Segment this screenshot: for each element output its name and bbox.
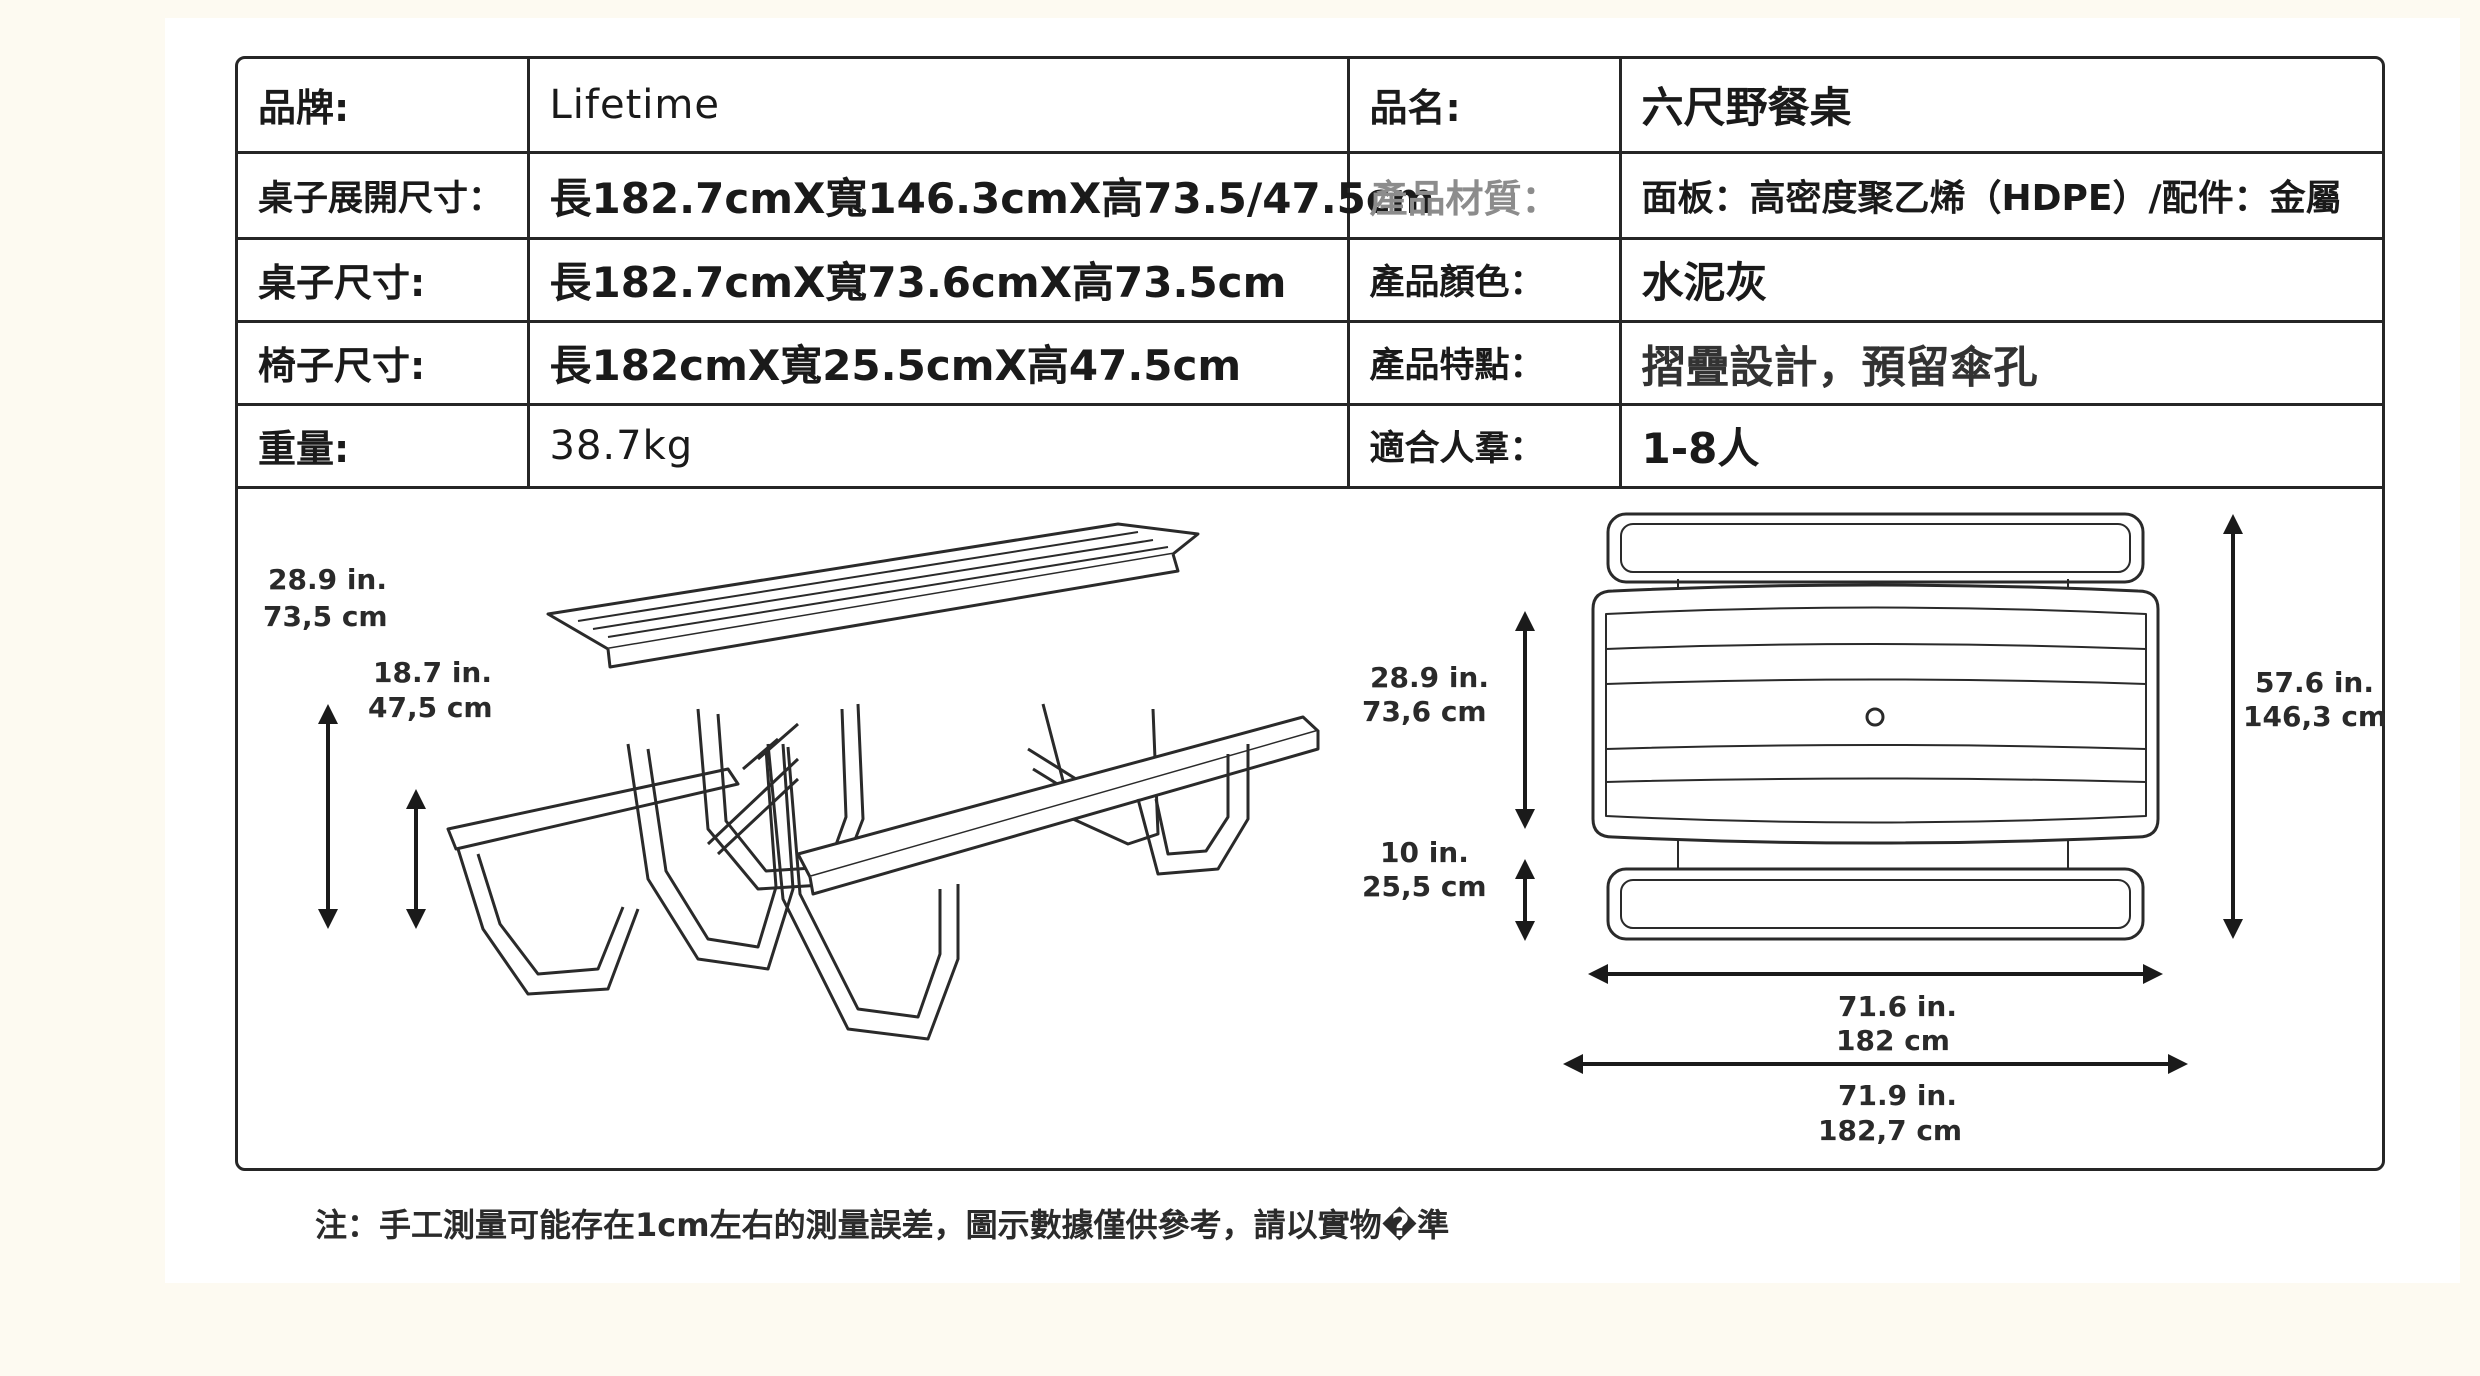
spec-row-brand: 品牌: Lifetime 品名: 六尺野餐桌 (238, 59, 2382, 154)
features-value: 摺疊設計，預留傘孔 (1620, 321, 2382, 406)
measurement-note: 注：手工測量可能存在1cm左右的測量誤差，圖示數據僅供參考，請以實物�準 (315, 1206, 1450, 1244)
chair-size-label: 椅子尺寸: (238, 321, 530, 406)
spec-row-table-size: 桌子尺寸: 長182.7cmX寬73.6cmX高73.5cm 產品顏色： 水泥灰 (238, 238, 2382, 323)
bench-length-cm: 182 cm (1836, 1024, 1950, 1057)
bench-length-in: 71.6 in. (1838, 990, 1957, 1023)
side-height-in: 28.9 in. (268, 563, 387, 596)
bench-height-in: 18.7 in. (373, 656, 492, 689)
capacity-value: 1-8人 (1620, 404, 2382, 489)
unfolded-size-label: 桌子展開尺寸： (238, 152, 530, 240)
capacity-label: 適合人羣： (1348, 404, 1622, 489)
top-view (1591, 512, 2160, 941)
side-height-cm: 73,5 cm (263, 600, 388, 633)
bench-height-cm: 47,5 cm (368, 691, 493, 724)
spec-row-weight: 重量: 38.7kg 適合人羣： 1-8人 (238, 404, 2382, 489)
dimension-drawing: 28.9 in. 73,5 cm 18.7 in. 47,5 cm 28.9 i… (263, 512, 2387, 1147)
side-view (446, 522, 1320, 1041)
table-length-in: 71.9 in. (1838, 1079, 1957, 1112)
bench-depth-cm: 25,5 cm (1362, 870, 1487, 903)
top-depth-cm: 73,6 cm (1362, 695, 1487, 728)
bench-depth-in: 10 in. (1380, 836, 1469, 869)
color-label: 產品顏色： (1348, 238, 1622, 323)
chair-size-value: 長182cmX寬25.5cmX高47.5cm (528, 321, 1350, 406)
brand-value: Lifetime (528, 59, 1350, 154)
table-size-label: 桌子尺寸: (238, 238, 530, 323)
material-label: 產品材質： (1348, 152, 1622, 240)
weight-value: 38.7kg (528, 404, 1350, 489)
brand-label: 品牌: (238, 59, 530, 154)
features-label: 產品特點： (1348, 321, 1622, 406)
weight-label: 重量: (238, 404, 530, 489)
table-size-value: 長182.7cmX寬73.6cmX高73.5cm (528, 238, 1350, 323)
spec-table: 品牌: Lifetime 品名: 六尺野餐桌 桌子展開尺寸： 長182.7cmX… (238, 59, 2382, 489)
color-value: 水泥灰 (1620, 238, 2382, 323)
spec-row-chair-size: 椅子尺寸: 長182cmX寬25.5cmX高47.5cm 產品特點： 摺疊設計，… (238, 321, 2382, 406)
table-length-cm: 182,7 cm (1818, 1114, 1962, 1147)
total-width-cm: 146,3 cm (2243, 700, 2387, 733)
unfolded-size-value: 長182.7cmX寬146.3cmX高73.5/47.5cm (528, 152, 1435, 240)
product-name-value: 六尺野餐桌 (1620, 59, 2382, 154)
top-depth-in: 28.9 in. (1370, 661, 1489, 694)
material-value: 面板：高密度聚乙烯（HDPE）/配件：金屬 (1620, 152, 2382, 240)
spec-row-unfolded-size: 桌子展開尺寸： 長182.7cmX寬146.3cmX高73.5/47.5cm 產… (238, 152, 2382, 240)
total-width-in: 57.6 in. (2255, 666, 2374, 699)
spec-card: 品牌: Lifetime 品名: 六尺野餐桌 桌子展開尺寸： 長182.7cmX… (235, 56, 2387, 1171)
product-name-label: 品名: (1348, 59, 1622, 154)
